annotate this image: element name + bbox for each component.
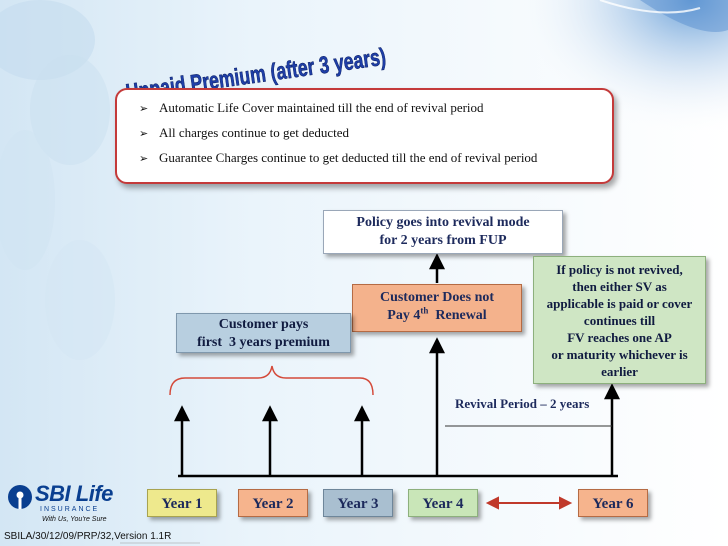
not-revived-line: continues till xyxy=(583,313,656,328)
not-revived-box: If policy is not revived, then either SV… xyxy=(533,256,706,384)
logo-sub: INSURANCE xyxy=(40,506,100,513)
year-6-box: Year 6 xyxy=(578,489,648,517)
revival-mode-line2: for 2 years from FUP xyxy=(379,233,507,248)
logo-name: SBI Life xyxy=(35,481,113,506)
not-revived-line: earlier xyxy=(601,364,638,379)
not-revived-line: or maturity whichever is xyxy=(551,347,688,362)
arrow-bullet-icon: ➢ xyxy=(139,128,149,140)
arrow-bullet-icon: ➢ xyxy=(139,103,149,115)
logo-tagline: With Us, You're Sure xyxy=(42,516,107,523)
bullet-item: ➢ All charges continue to get deducted xyxy=(139,124,537,149)
customer-does-not-pay-box: Customer Does not Pay 4th Renewal xyxy=(352,284,522,332)
year-4-box: Year 4 xyxy=(408,489,478,517)
revival-mode-line1: Policy goes into revival mode xyxy=(356,215,530,230)
not-revived-line: FV reaches one AP xyxy=(567,330,672,345)
bullet-item: ➢ Automatic Life Cover maintained till th… xyxy=(139,99,537,124)
year-1-box: Year 1 xyxy=(147,489,217,517)
not-revived-line: applicable is paid or cover xyxy=(546,296,693,311)
footer-reference: SBILA/30/12/09/PRP/32,Version 1.1R xyxy=(4,531,172,542)
pays-line1: Customer pays xyxy=(218,317,309,332)
bullet-callout: ➢ Automatic Life Cover maintained till th… xyxy=(115,88,614,184)
revival-mode-box: Policy goes into revival mode for 2 year… xyxy=(323,210,563,254)
not-revived-line: then either SV as xyxy=(572,279,667,294)
customer-pays-box: Customer pays first 3 years premium xyxy=(176,313,351,353)
not-pay-line1: Customer Does not xyxy=(379,290,495,305)
bullet-item: ➢ Guarantee Charges continue to get deduc… xyxy=(139,149,537,174)
year-2-box: Year 2 xyxy=(238,489,308,517)
slide-title: Unpaid Premium (after 3 years) xyxy=(124,43,388,96)
arrow-bullet-icon: ➢ xyxy=(139,153,149,165)
bullet-text: Guarantee Charges continue to get deduct… xyxy=(159,150,538,165)
sbi-logo-icon xyxy=(8,485,32,509)
year-3-box: Year 3 xyxy=(323,489,393,517)
not-pay-line2-pre: Pay 4 xyxy=(387,308,421,323)
not-pay-line2: Pay 4th Renewal xyxy=(353,305,521,325)
bullet-text: Automatic Life Cover maintained till the… xyxy=(159,100,484,115)
bullet-list: ➢ Automatic Life Cover maintained till th… xyxy=(139,99,537,174)
not-pay-line2-sup: th xyxy=(420,305,429,316)
bullet-text: All charges continue to get deducted xyxy=(159,125,350,140)
not-pay-line2-post: Renewal xyxy=(428,308,487,323)
not-revived-line: If policy is not revived, xyxy=(556,262,683,277)
revival-period-label: Revival Period – 2 years xyxy=(455,396,590,411)
pays-line2: first 3 years premium xyxy=(197,335,330,350)
